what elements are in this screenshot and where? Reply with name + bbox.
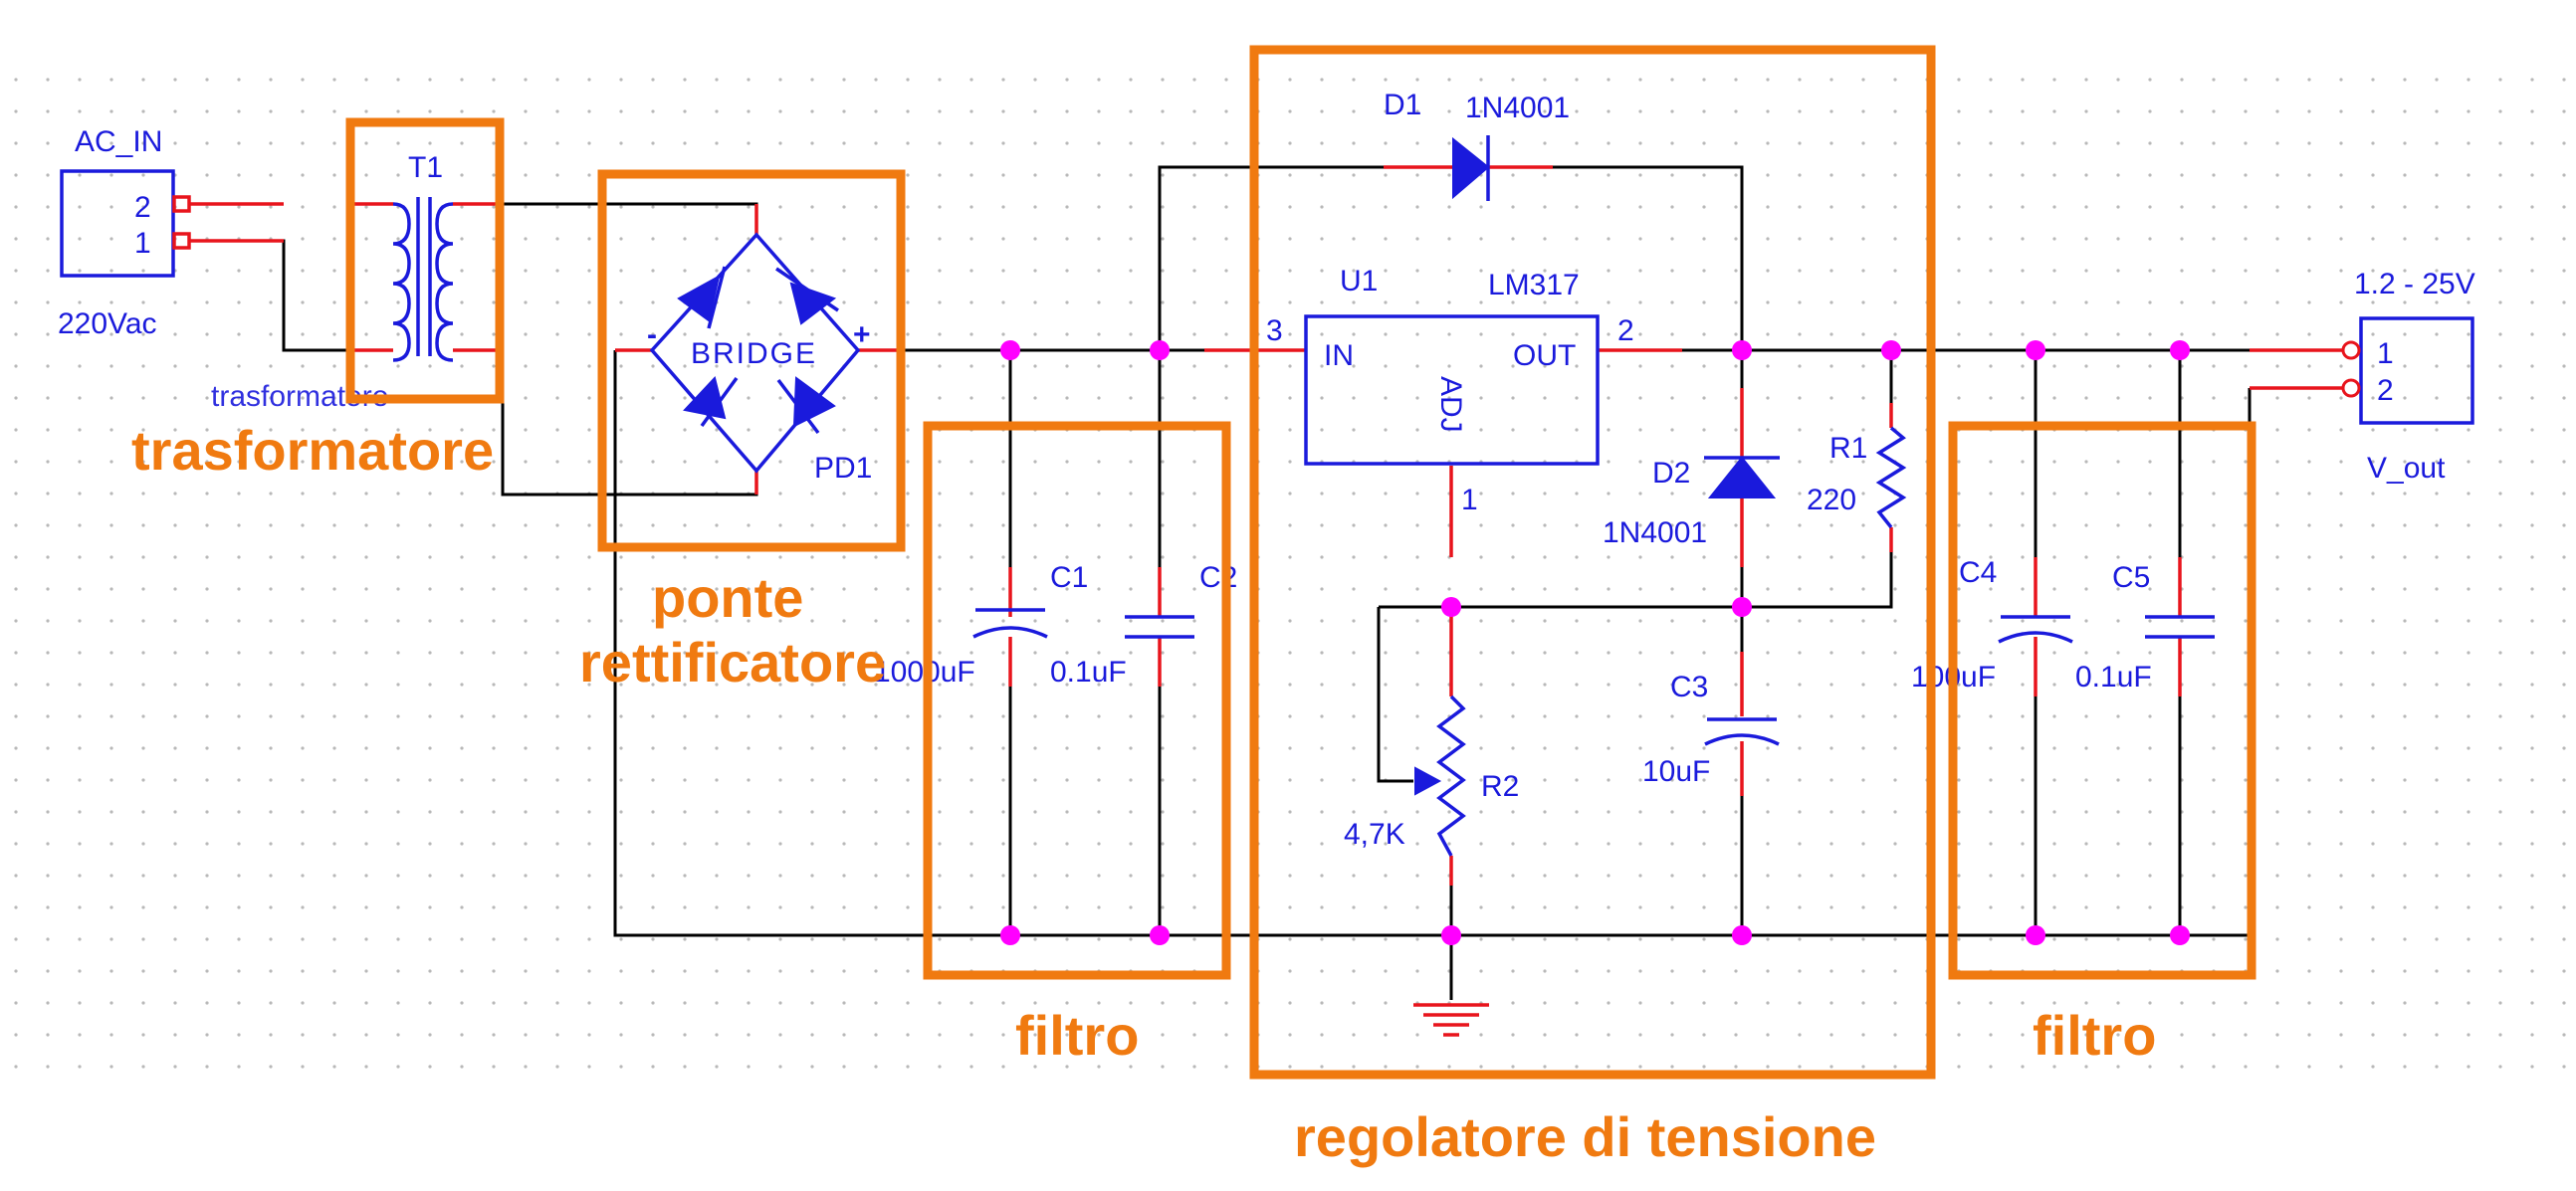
r2-ref: R2 — [1481, 770, 1519, 803]
diode-d1: D1 1N4001 — [1384, 89, 1570, 201]
capacitor-c5: C5 0.1uF — [2075, 561, 2215, 694]
bridge-minus: - — [647, 318, 657, 351]
u1-in-label: IN — [1324, 339, 1354, 372]
label-filtro-left: filtro — [1015, 1004, 1139, 1067]
annotation-labels: trasformatore ponte rettificatore filtro… — [131, 419, 2156, 1168]
u1-pin-in-num: 3 — [1266, 314, 1283, 347]
annotation-boxes — [345, 45, 2256, 1080]
d2-value: 1N4001 — [1603, 516, 1707, 549]
bridge-plus: + — [853, 318, 871, 351]
c1-ref: C1 — [1050, 561, 1088, 594]
regulator-u1: U1 LM317 3 2 1 IN OUT ADJ — [1266, 265, 1634, 516]
junctions — [1000, 340, 2190, 945]
box-bridge — [597, 169, 906, 552]
v-out-range: 1.2 - 25V — [2354, 268, 2475, 300]
ac-in-ref: AC_IN — [75, 125, 162, 158]
box-filter-right — [1948, 421, 2256, 980]
resistor-r1: R1 220 — [1807, 426, 1907, 529]
r2-value: 4,7K — [1344, 818, 1405, 851]
ground-symbol — [1413, 1003, 1489, 1037]
d1-ref: D1 — [1384, 89, 1421, 121]
box-regulator — [1249, 45, 1936, 1080]
ac-in-connector: AC_IN 2 1 220Vac — [58, 125, 191, 340]
v-out-pin1: 1 — [2377, 337, 2394, 370]
label-regolatore: regolatore di tensione — [1294, 1105, 1876, 1168]
c3-value: 10uF — [1642, 755, 1710, 788]
v-out-pin2: 2 — [2377, 374, 2394, 407]
d1-value: 1N4001 — [1465, 92, 1570, 124]
grid-background — [0, 70, 2576, 1094]
c2-ref: C2 — [1199, 561, 1237, 594]
c5-ref: C5 — [2112, 561, 2150, 594]
ac-in-value: 220Vac — [58, 307, 157, 340]
c2-value: 0.1uF — [1050, 656, 1127, 689]
box-filter-left — [923, 421, 1231, 980]
capacitor-c4: C4 100uF — [1911, 556, 2073, 694]
capacitor-c3: C3 10uF — [1642, 671, 1780, 788]
box-transformer — [345, 117, 505, 404]
pin-stubs — [189, 165, 2344, 886]
v-out-connector: 1.2 - 25V 1 2 V_out — [2341, 268, 2475, 485]
t1-ref: T1 — [408, 151, 443, 184]
u1-adj-label: ADJ — [1434, 376, 1467, 433]
u1-part: LM317 — [1488, 269, 1580, 301]
label-filtro-right: filtro — [2033, 1004, 2156, 1067]
u1-pin-adj-num: 1 — [1461, 484, 1478, 516]
r1-ref: R1 — [1829, 432, 1867, 465]
wires — [204, 165, 2257, 1000]
u1-pin-out-num: 2 — [1617, 314, 1634, 347]
d2-ref: D2 — [1652, 457, 1690, 490]
diode-d2: D2 1N4001 — [1603, 456, 1780, 549]
ac-in-pin1: 1 — [134, 227, 151, 260]
r1-value: 220 — [1807, 484, 1856, 516]
c5-value: 0.1uF — [2075, 661, 2152, 694]
u1-out-label: OUT — [1513, 339, 1576, 372]
u1-ref: U1 — [1340, 265, 1378, 298]
capacitor-c2: C2 0.1uF — [1050, 561, 1237, 689]
bridge-body-label: BRIDGE — [691, 337, 817, 370]
c3-ref: C3 — [1670, 671, 1708, 703]
label-ponte: ponte — [652, 566, 803, 629]
label-rettificatore: rettificatore — [579, 631, 886, 694]
bridge-rectifier-pd1: BRIDGE + - PD1 — [647, 232, 872, 485]
pd1-ref: PD1 — [814, 452, 872, 485]
label-trasformatore: trasformatore — [131, 419, 494, 482]
v-out-ref: V_out — [2367, 452, 2446, 485]
potentiometer-r2: R2 4,7K — [1344, 695, 1519, 857]
c4-ref: C4 — [1959, 556, 1997, 589]
ac-in-pin2: 2 — [134, 191, 151, 224]
